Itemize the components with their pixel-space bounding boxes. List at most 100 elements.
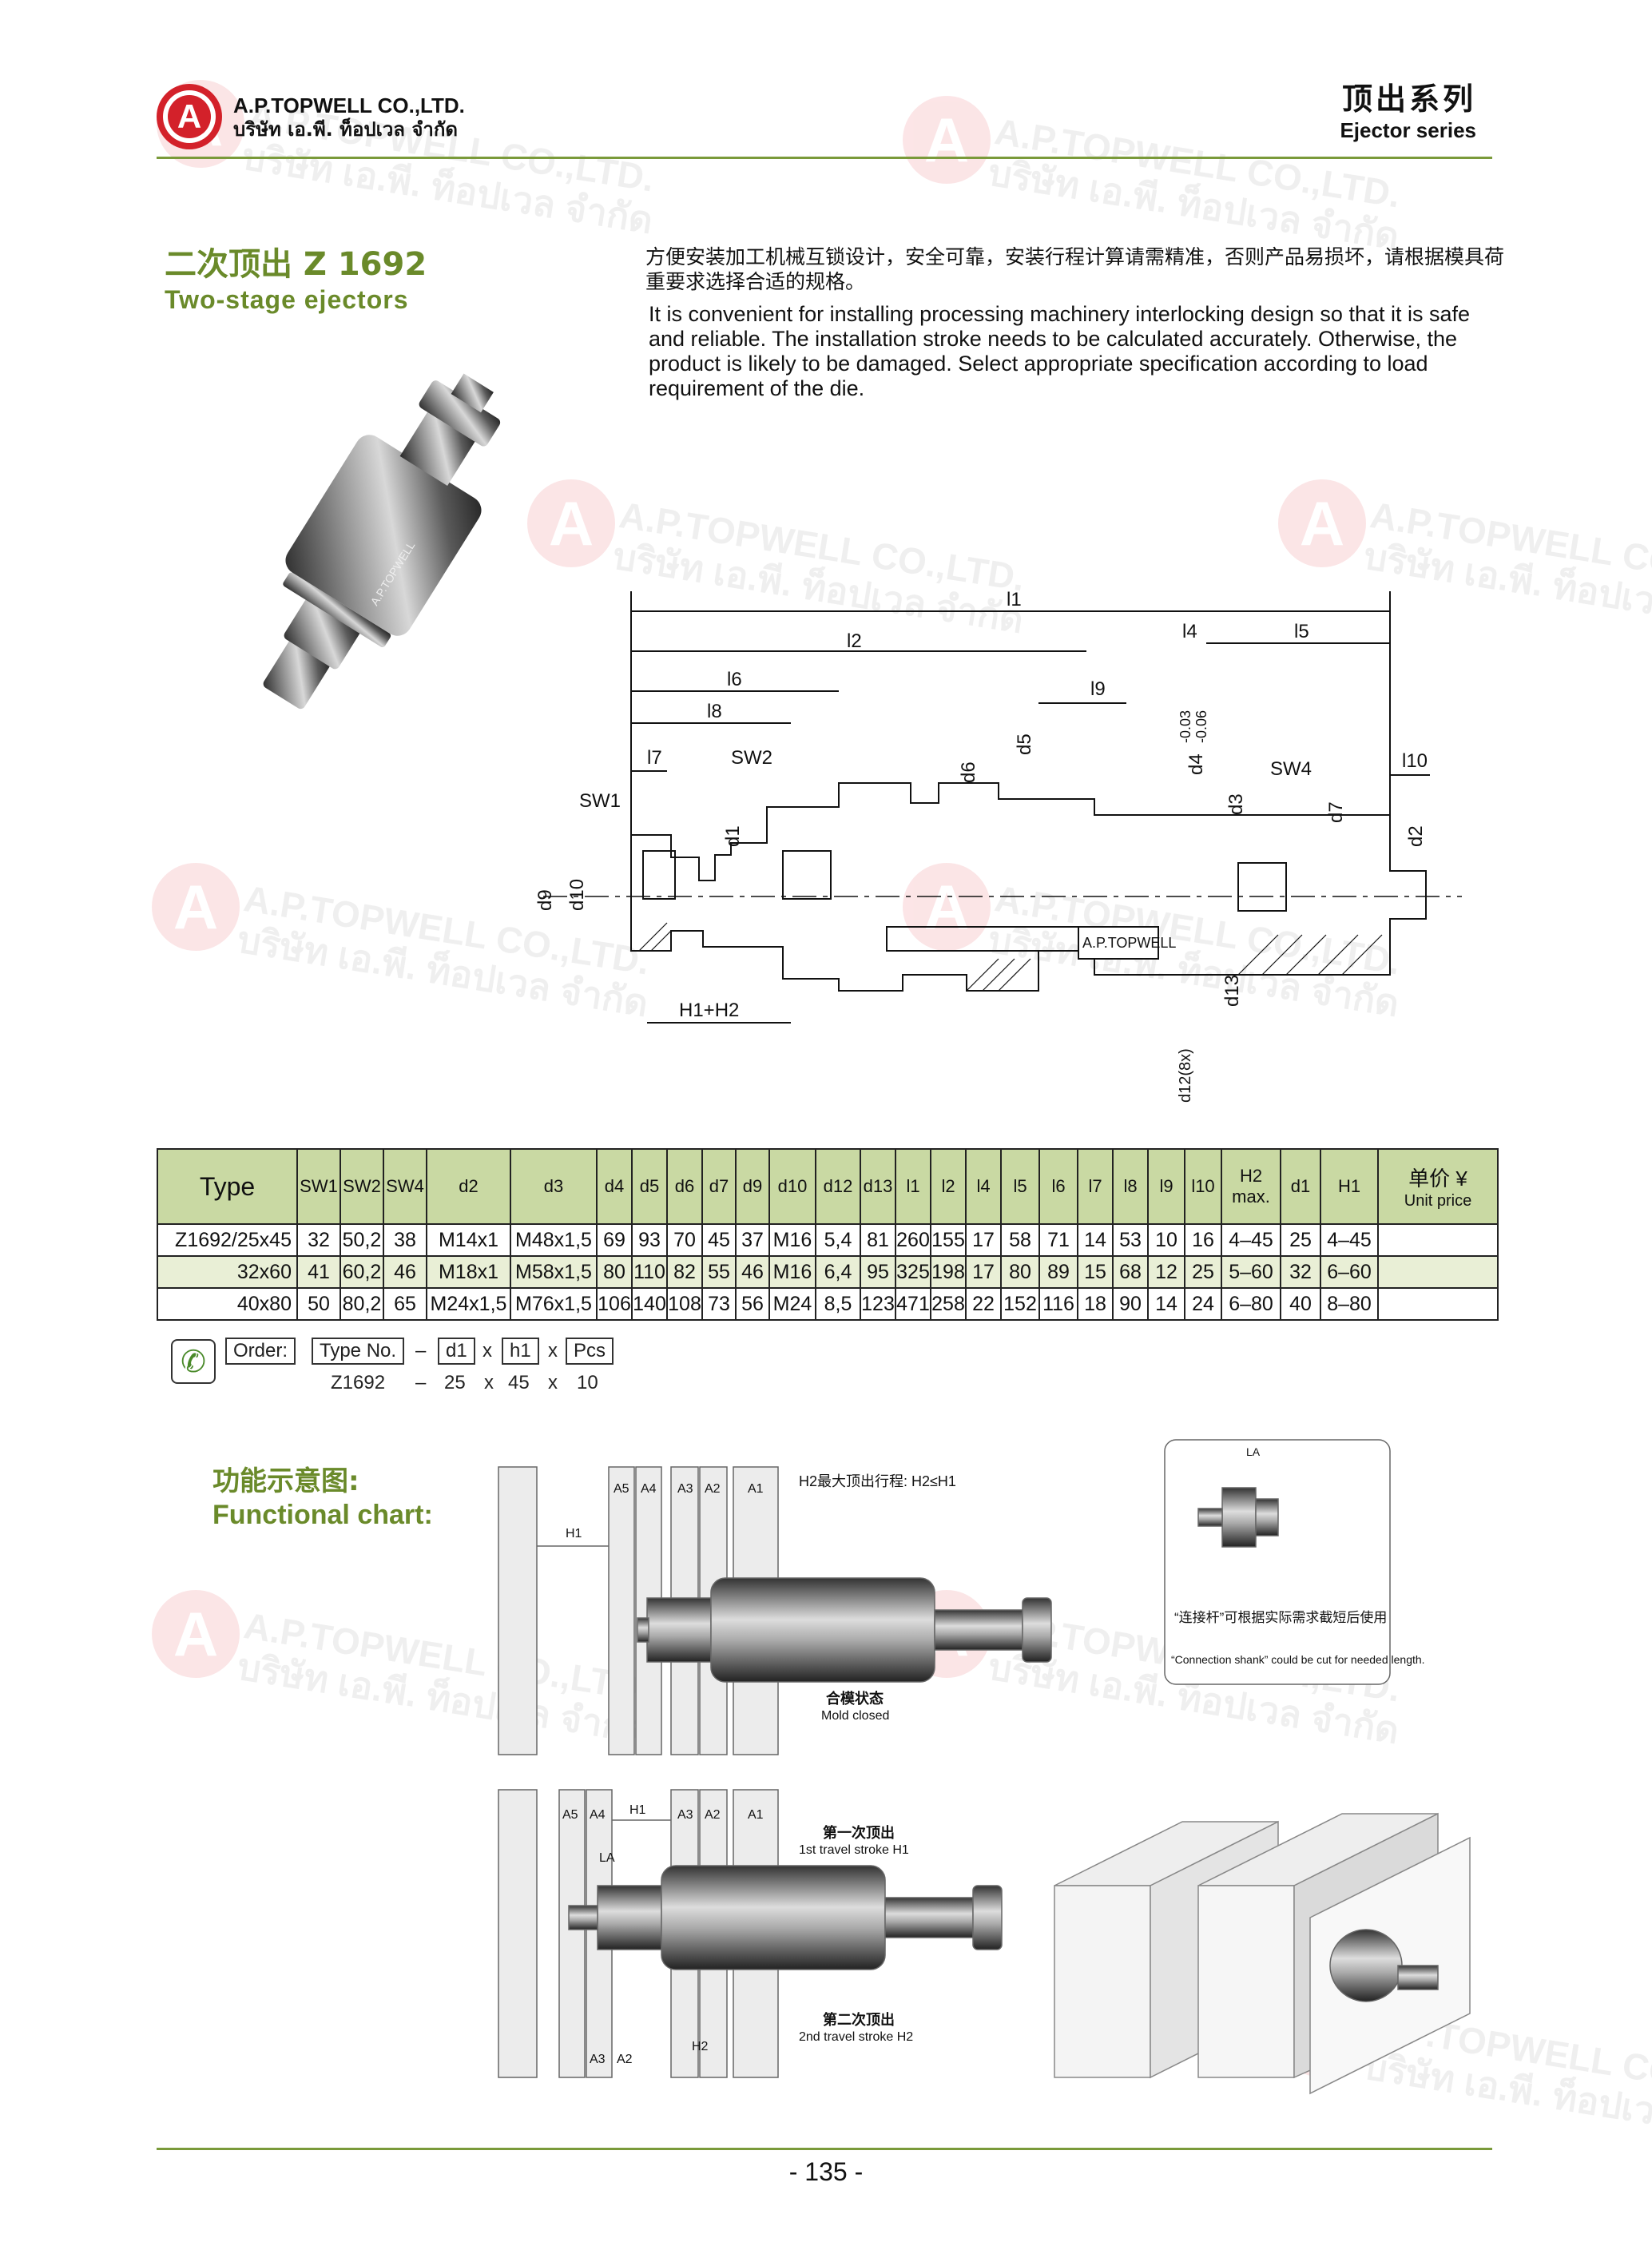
- table-cell: 5,4: [815, 1223, 861, 1257]
- price-cell: [1377, 1223, 1499, 1257]
- table-cell: 45: [701, 1223, 737, 1257]
- spec-table: Type SW1 SW2 SW4 d2 d3 d4 d5 d6 d7 d9 d1…: [157, 1148, 1499, 1321]
- table-cell: 17: [965, 1255, 1002, 1289]
- plate-label: A2: [705, 1808, 721, 1822]
- footer-divider: [157, 2148, 1492, 2150]
- dim-label: d3: [1225, 793, 1247, 815]
- col-header: l4: [965, 1148, 1002, 1225]
- price-header-cn: 单价 ¥: [1408, 1167, 1467, 1191]
- table-cell: 4–45: [1221, 1223, 1281, 1257]
- table-cell: M24: [768, 1287, 816, 1321]
- dim-label: -0.06: [1193, 710, 1209, 743]
- plate-label: A4: [590, 1808, 606, 1822]
- order-value: Z1692: [331, 1372, 386, 1393]
- h2-note: H2最大顶出行程: H2≤H1: [799, 1473, 956, 1489]
- table-cell: 50,2: [340, 1223, 384, 1257]
- type-cell: 40x80: [157, 1287, 298, 1321]
- col-header: SW4: [383, 1148, 427, 1225]
- h2-label: H2: [692, 2040, 709, 2053]
- dim-label: l4: [1182, 621, 1197, 642]
- header-divider: [157, 157, 1492, 159]
- table-cell: 81: [860, 1223, 896, 1257]
- h1-label: H1: [566, 1527, 582, 1540]
- watermark-logo-icon: [152, 1590, 240, 1678]
- table-cell: 14: [1077, 1223, 1114, 1257]
- table-cell: 60,2: [340, 1255, 384, 1289]
- stroke2-cn: 第二次顶出: [823, 2011, 895, 2028]
- col-header: d12: [815, 1148, 861, 1225]
- type-cell: 32x60: [157, 1255, 298, 1289]
- table-cell: 14: [1147, 1287, 1185, 1321]
- order-value: 45: [508, 1372, 530, 1393]
- col-header: H2 max.: [1221, 1148, 1281, 1225]
- dim-label: d10: [566, 879, 588, 911]
- table-cell: 6,4: [815, 1255, 861, 1289]
- dim-label: d6: [958, 761, 979, 783]
- dim-label: -0.03: [1177, 710, 1193, 743]
- col-header: l7: [1077, 1148, 1114, 1225]
- col-header-price: 单价 ¥ Unit price: [1377, 1148, 1499, 1225]
- col-header: l8: [1112, 1148, 1149, 1225]
- table-cell: 90: [1112, 1287, 1149, 1321]
- table-cell: 16: [1184, 1223, 1222, 1257]
- col-header: H1: [1320, 1148, 1379, 1225]
- order-separator: x: [482, 1340, 492, 1361]
- plate-label: A1: [748, 1808, 764, 1822]
- table-cell: 37: [735, 1223, 770, 1257]
- table-cell: 198: [930, 1255, 967, 1289]
- col-header: d2: [426, 1148, 511, 1225]
- col-header: l5: [1000, 1148, 1040, 1225]
- table-cell: M48x1,5: [510, 1223, 598, 1257]
- mold-closed-en: Mold closed: [821, 1709, 889, 1723]
- product-description-en: It is convenient for installing processi…: [649, 302, 1471, 400]
- table-cell: 55: [701, 1255, 737, 1289]
- table-cell: 140: [631, 1287, 668, 1321]
- table-cell: 71: [1038, 1223, 1078, 1257]
- table-cell: 6–80: [1221, 1287, 1281, 1321]
- functional-title-cn: 功能示意图:: [212, 1465, 359, 1497]
- table-cell: 325: [895, 1255, 931, 1289]
- order-separator: –: [415, 1372, 427, 1393]
- order-value: 10: [577, 1372, 598, 1393]
- table-cell: 41: [296, 1255, 341, 1289]
- page-number: - 135 -: [788, 2157, 864, 2186]
- dim-label: l9: [1090, 678, 1106, 700]
- col-header: l9: [1147, 1148, 1185, 1225]
- col-header: d13: [860, 1148, 896, 1225]
- table-cell: 56: [735, 1287, 770, 1321]
- table-cell: 80,2: [340, 1287, 384, 1321]
- functional-chart: A5 A4 A3 A2 A1 H1 H2最大顶出行程: H2≤H1 合模状态 M…: [498, 1439, 1471, 2095]
- shank-note-cn: “连接杆”可根据实际需求截短后使用: [1174, 1609, 1387, 1625]
- dim-label: d12(8x): [1177, 1048, 1194, 1103]
- table-cell: M24x1,5: [426, 1287, 511, 1321]
- product-photo: A.P.TOPWELL: [263, 373, 501, 710]
- table-cell: 106: [596, 1287, 633, 1321]
- watermark-logo-icon: [1278, 479, 1366, 567]
- price-cell: [1377, 1287, 1499, 1321]
- table-cell: 68: [1112, 1255, 1149, 1289]
- table-cell: 155: [930, 1223, 967, 1257]
- table-cell: 24: [1184, 1287, 1222, 1321]
- stroke1-cn: 第一次顶出: [823, 1824, 895, 1841]
- watermark-logo-icon: [903, 96, 991, 184]
- table-cell: 123: [860, 1287, 896, 1321]
- dim-label: SW1: [579, 790, 621, 812]
- col-header: SW2: [340, 1148, 384, 1225]
- order-separator: x: [484, 1372, 494, 1393]
- plate-label: A3: [590, 2053, 606, 2066]
- watermark-text: A.P.TOPWELL CO.,LTD.: [1367, 494, 1652, 599]
- series-title-cn: 顶出系列: [1341, 81, 1476, 117]
- col-header: l2: [930, 1148, 967, 1225]
- table-cell: 6–60: [1320, 1255, 1379, 1289]
- phone-icon: [171, 1339, 216, 1384]
- table-cell: 82: [666, 1255, 703, 1289]
- product-description-cn: 方便安装加工机械互锁设计，安全可靠，安装行程计算请需精准，否则产品易损坏，请根据…: [645, 245, 1505, 293]
- table-cell: M76x1,5: [510, 1287, 598, 1321]
- table-cell: 58: [1000, 1223, 1040, 1257]
- table-cell: 80: [596, 1255, 633, 1289]
- col-header: l10: [1184, 1148, 1222, 1225]
- table-cell: 70: [666, 1223, 703, 1257]
